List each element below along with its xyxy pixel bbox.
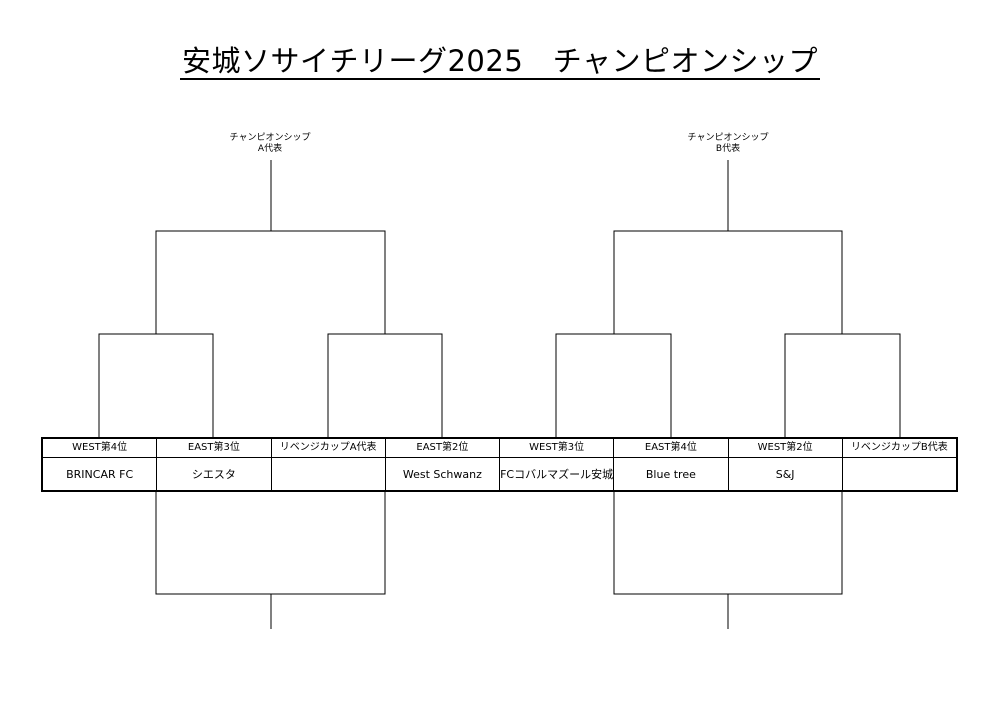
seed-label: EAST第3位 [157,439,271,458]
slot-7: WEST第2位 S&J [728,439,843,490]
seed-label: WEST第2位 [728,439,842,458]
bracket-a-bottom-connector [155,492,386,595]
slot-3: リベンジカップA代表 [271,439,386,490]
bracket-a-winner-label: チャンピオンシップ A代表 [200,133,340,155]
bracket-a-winner-line2: A代表 [257,144,283,154]
slot-4: EAST第2位 West Schwanz [385,439,500,490]
team-table: WEST第4位 BRINCAR FC EAST第3位 シエスタ リベンジカップA… [41,437,958,492]
seed-label: リベンジカップA代表 [271,439,385,458]
slot-1: WEST第4位 BRINCAR FC [43,439,158,490]
team-name: Blue tree [645,467,696,481]
bracket-b-bottom-connector [613,492,843,595]
bracket-a-final-connector [155,230,386,334]
bracket-b-semi-left [555,333,672,437]
bracket-b-semi-right [784,333,901,437]
team-name: FCコバルマズール安城 [500,468,614,481]
seed-label: EAST第4位 [614,439,728,458]
page-title: 安城ソサイチリーグ2025 チャンピオンシップ [179,44,820,80]
slot-6: EAST第4位 Blue tree [614,439,729,490]
slot-5: WEST第3位 FCコバルマズール安城 [500,439,615,490]
bracket-b-final-connector [613,230,843,334]
seed-label: WEST第3位 [500,439,614,458]
bracket-a-semi-left [98,333,214,437]
bracket-b-winner-line1: チャンピオンシップ [687,133,769,143]
bracket-a-winner-line1: チャンピオンシップ [229,133,311,143]
team-name [272,458,385,490]
seed-label: リベンジカップB代表 [842,439,956,458]
seed-label: EAST第2位 [385,439,499,458]
seed-label: WEST第4位 [43,439,157,458]
team-name: West Schwanz [402,467,482,481]
team-name [843,458,956,490]
bracket-b-winner-line2: B代表 [715,144,741,154]
team-name: シエスタ [191,468,236,481]
slot-2: EAST第3位 シエスタ [157,439,272,490]
team-name: S&J [775,467,795,481]
team-name: BRINCAR FC [66,467,134,481]
bracket-a-semi-right [327,333,443,437]
bracket-b-winner-label: チャンピオンシップ B代表 [658,133,798,155]
slot-8: リベンジカップB代表 [842,439,956,490]
